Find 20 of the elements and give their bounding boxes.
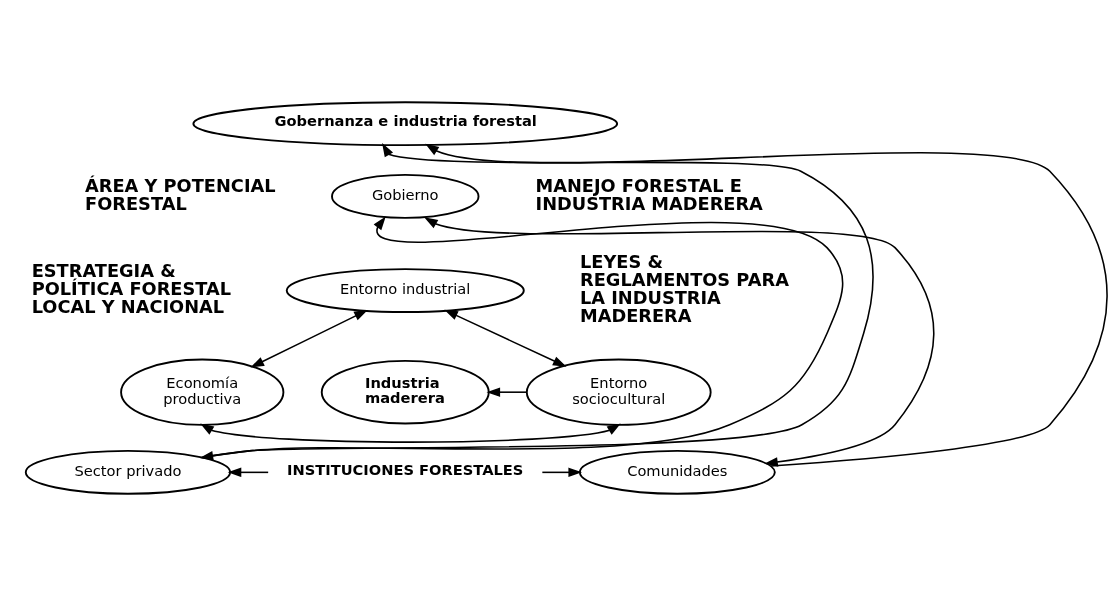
node-ellipse: Gobernanza e industria forestal (192, 101, 619, 147)
node-ellipse: Gobierno (331, 173, 480, 219)
node-ellipse: Entorno industrial (285, 268, 525, 313)
arrow (444, 309, 567, 367)
arrow (486, 387, 528, 397)
label: ÁREA Y POTENCIAL FORESTAL (85, 174, 276, 214)
label: ESTRATEGIA & POLÍTICA FORESTAL LOCAL Y NACIONAL (31, 260, 232, 317)
node-ellipse: Comunidades (578, 449, 776, 495)
arrow (541, 467, 583, 478)
arrow (199, 216, 844, 461)
arrow (200, 143, 874, 459)
node-ellipse: Industria maderera (320, 359, 490, 425)
label: LEYES & REGLAMENTOS PARA LA INDUSTRIA MADERERA (580, 251, 789, 326)
node-text: INSTITUCIONES FORESTALES (287, 461, 524, 479)
arrow (227, 467, 269, 478)
arrow (424, 217, 935, 467)
arrow (200, 423, 621, 443)
arrow (250, 310, 368, 368)
arrow (425, 143, 1108, 467)
label: MANEJO FORESTAL E INDUSTRIA MADERERA (535, 174, 763, 214)
